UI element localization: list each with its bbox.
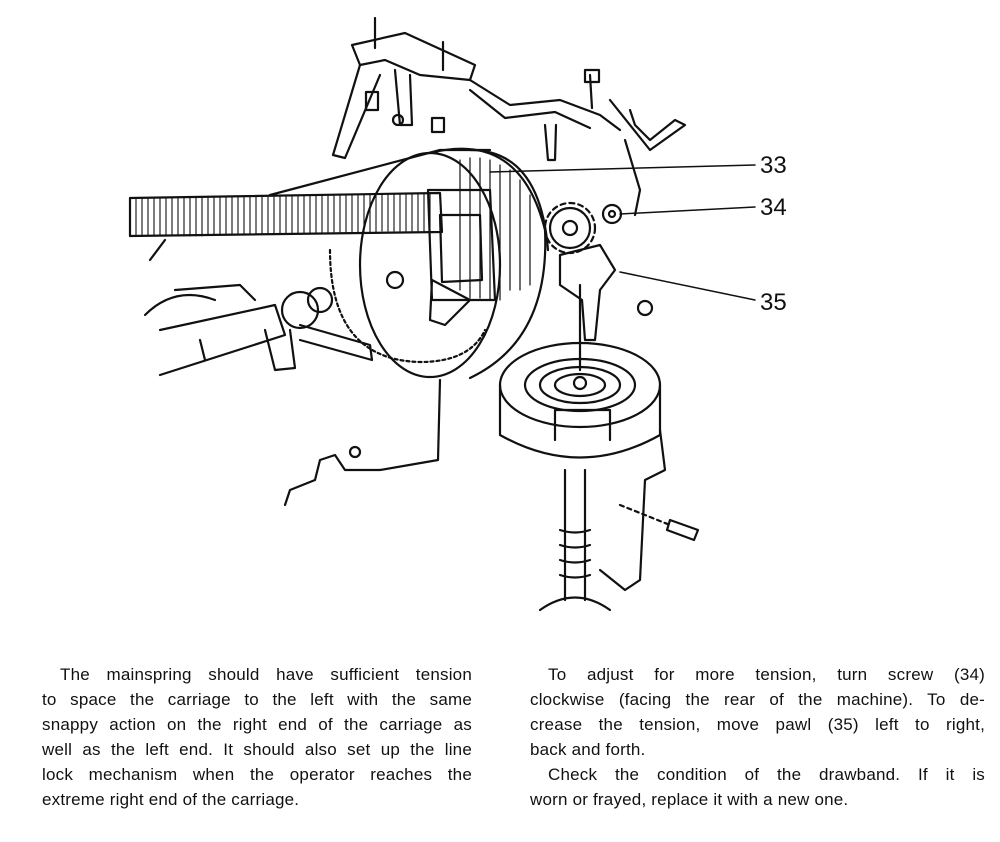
callout-34: 34 (760, 194, 787, 221)
callout-33: 33 (760, 152, 787, 179)
text-line: well as the left end. It should also set… (42, 740, 472, 759)
text-line: back and forth. (530, 740, 646, 759)
ratchet-and-pawl (543, 201, 654, 342)
carriage-shaft (143, 238, 374, 377)
text-line: Check the condition of the drawband. If … (548, 765, 985, 784)
text-line: to space the carriage to the left with t… (42, 690, 472, 709)
spring-housing (498, 283, 700, 612)
text-line: extreme right end of the carriage. (42, 790, 300, 809)
text-line: The mainspring should have sufficient te… (60, 665, 472, 684)
drawband (128, 191, 444, 238)
text-line: worn or frayed, replace it with a new on… (530, 790, 849, 809)
left-column-text: The mainspring should have sufficient te… (42, 662, 472, 812)
callout-leaders (489, 164, 756, 301)
text-line: snappy action on the right end of the ca… (42, 715, 472, 734)
lower-bracket (283, 378, 442, 507)
text-line: To adjust for more tension, turn screw (… (548, 665, 985, 684)
right-column-text: To adjust for more tension, turn screw (… (530, 662, 985, 812)
text-line: clockwise (facing the rear of the machin… (530, 690, 985, 709)
top-bracket (331, 16, 687, 217)
text-line: crease the tension, move pawl (35) left … (530, 715, 985, 734)
text-line: lock mechanism when the operator reaches… (42, 765, 472, 784)
mainspring-assembly-illustration: 33 34 35 (128, 16, 787, 612)
callout-35: 35 (760, 289, 787, 316)
